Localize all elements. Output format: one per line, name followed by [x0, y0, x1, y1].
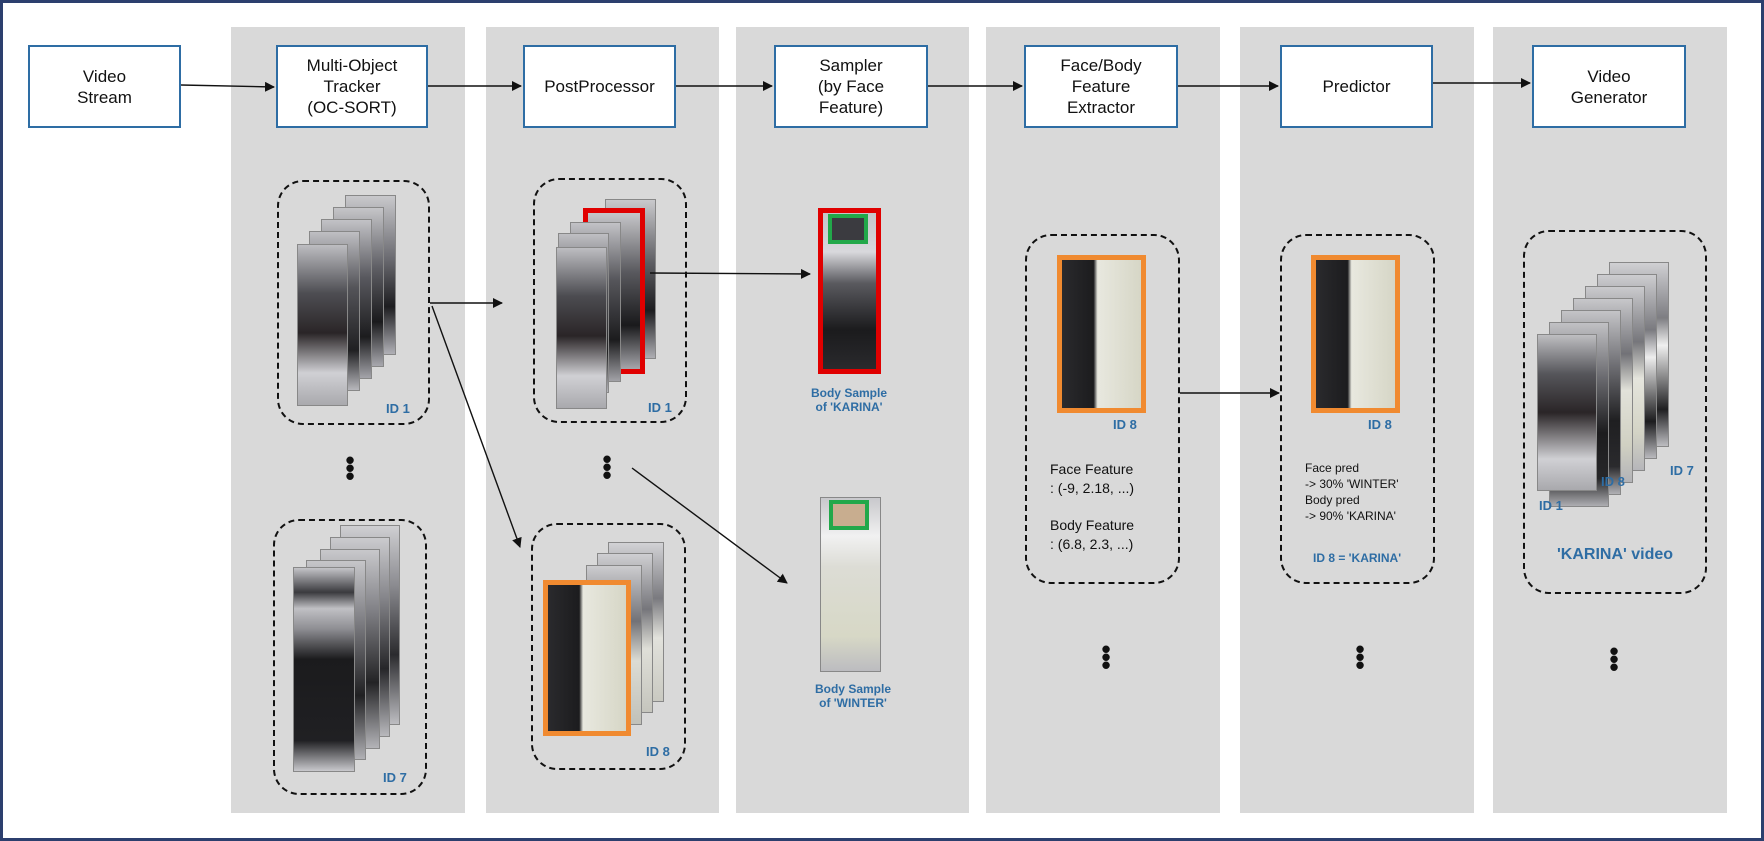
predictor-id8-label: ID 8: [1368, 417, 1392, 432]
extractor-face-feature: Face Feature : (-9, 2.18, ...): [1050, 461, 1135, 496]
extractor-id8-orange-frame: [1057, 255, 1146, 413]
postprocessor-ellipsis: • • •: [602, 444, 612, 490]
postprocessor-id8-orange-frame: [543, 580, 631, 736]
arrow-id1-to-id8-group: [431, 305, 522, 548]
generator-id8-label: ID 8: [1601, 474, 1625, 489]
arrow-postprocessor-to-winter-sample: [631, 467, 788, 584]
tracker-id7-label: ID 7: [383, 770, 407, 785]
predictor-predictions: Face pred -> 30% 'WINTER' Body pred -> 9…: [1305, 461, 1399, 523]
video-stream-box: Video Stream: [28, 45, 181, 128]
extractor-id8-label: ID 8: [1113, 417, 1137, 432]
tracker-box: Multi-Object Tracker (OC-SORT): [276, 45, 428, 128]
sampler-box: Sampler (by Face Feature): [774, 45, 928, 128]
extractor-box: Face/Body Feature Extractor: [1024, 45, 1178, 128]
sampler-winter-face-box: [829, 500, 869, 530]
generator-frame: [1537, 334, 1597, 491]
generator-id1-label: ID 1: [1539, 498, 1563, 513]
tracker-id7-group: [273, 519, 427, 795]
predictor-ellipsis: • • •: [1355, 634, 1365, 680]
sampler-karina-face-box: [828, 214, 868, 244]
arrow-stream-to-tracker: [180, 81, 275, 92]
generator-id7-label: ID 7: [1670, 463, 1694, 478]
generator-ellipsis: • • •: [1609, 636, 1619, 682]
tracker-id1-group: [277, 180, 430, 425]
generator-box: Video Generator: [1532, 45, 1686, 128]
extractor-body-feature: Body Feature : (6.8, 2.3, ...): [1050, 517, 1135, 552]
predictor-result: ID 8 = 'KARINA': [1313, 551, 1402, 565]
predictor-group: [1280, 234, 1435, 584]
sampler-winter-label: Body Sample of 'WINTER': [814, 682, 892, 710]
postprocessor-box: PostProcessor: [523, 45, 676, 128]
tracker-ellipsis: • • •: [345, 445, 355, 491]
postprocessor-id1-frame: [556, 247, 607, 409]
tracker-id1-label: ID 1: [386, 401, 410, 416]
generator-karina-video-label: 'KARINA' video: [1556, 546, 1674, 563]
postprocessor-id8-group: [531, 523, 686, 770]
extractor-ellipsis: • • •: [1101, 634, 1111, 680]
tracker-id1-frame: [297, 244, 348, 406]
generator-group: [1523, 230, 1707, 594]
extractor-group: [1025, 234, 1180, 584]
arrow-postprocessor-to-karina-sample: [649, 268, 811, 279]
tracker-id7-frame: [293, 567, 355, 772]
postprocessor-id1-group: [533, 178, 687, 423]
predictor-box: Predictor: [1280, 45, 1433, 128]
postprocessor-id8-label: ID 8: [646, 744, 670, 759]
postprocessor-id1-label: ID 1: [648, 400, 672, 415]
panel-sampler: [736, 27, 969, 813]
panel-predictor: [1240, 27, 1474, 813]
predictor-id8-orange-frame: [1311, 255, 1400, 413]
sampler-karina-label: Body Sample of 'KARINA': [810, 386, 888, 414]
